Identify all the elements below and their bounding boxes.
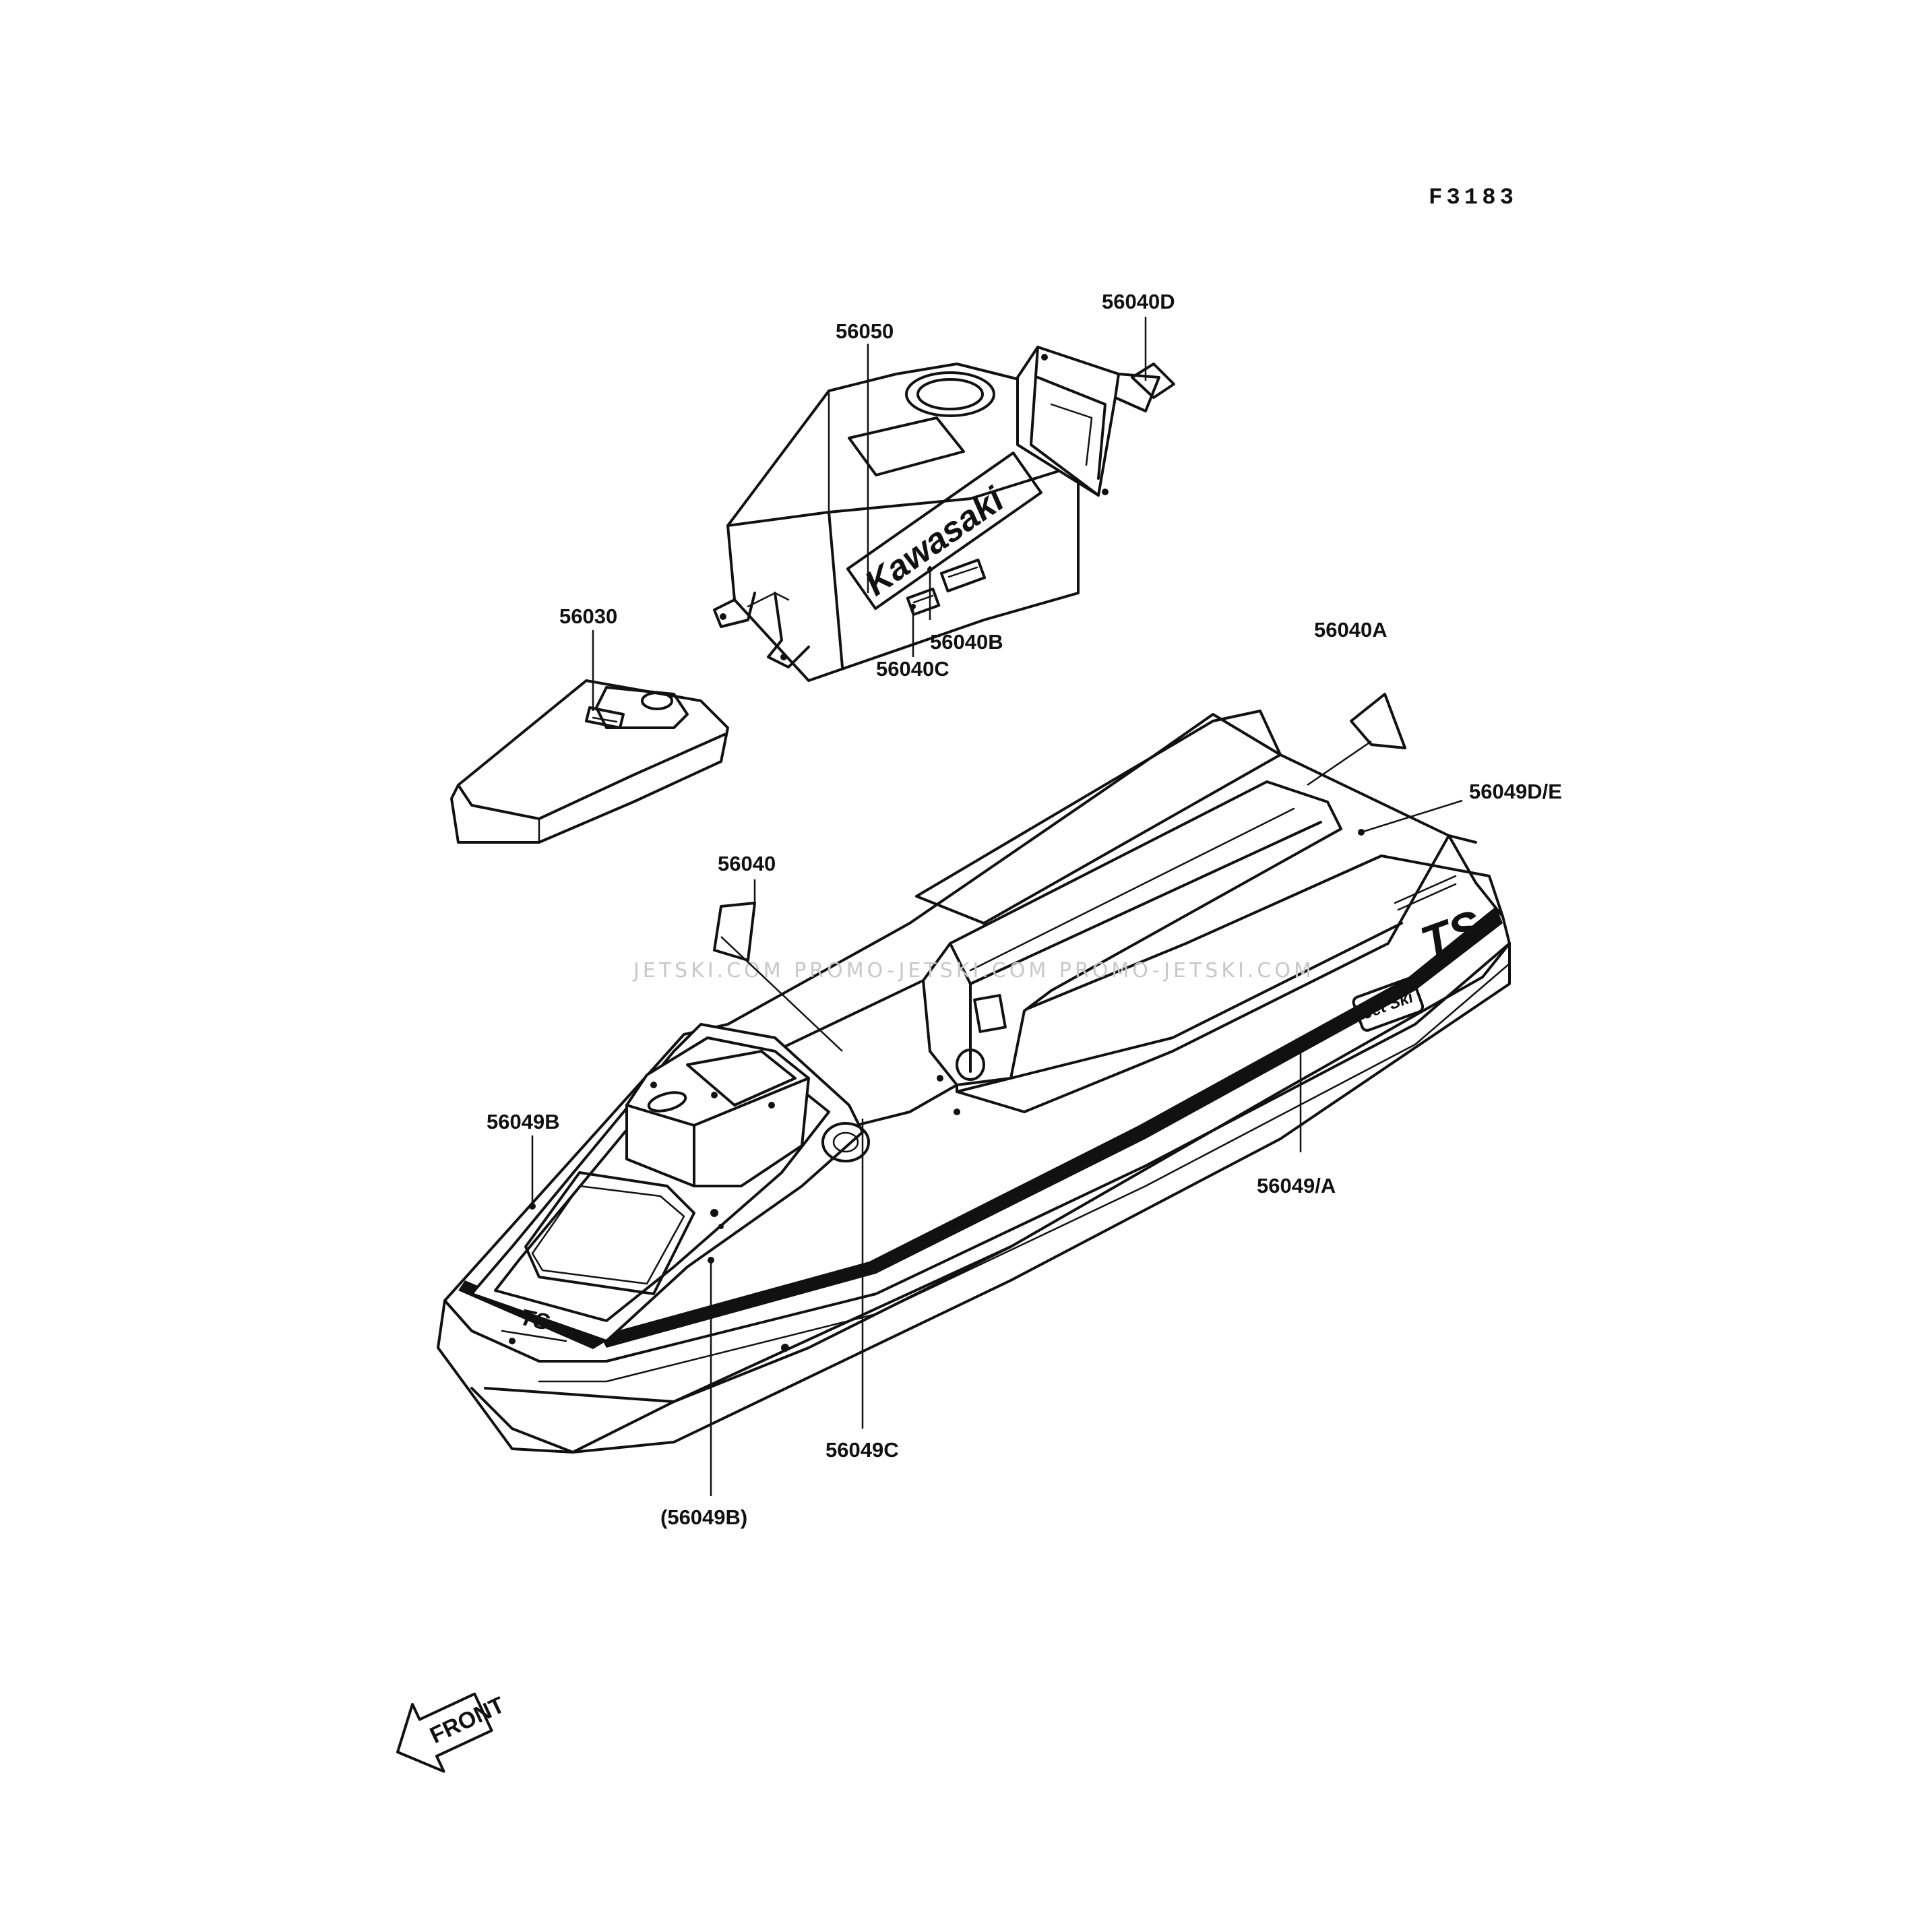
seat-pad-drawing: [450, 679, 729, 844]
label-56040b: 56040B: [930, 630, 1003, 654]
label-56040a: 56040A: [1314, 618, 1388, 642]
label-56040d: 56040D: [1102, 290, 1175, 313]
label-56049b: 56049B: [487, 1110, 560, 1133]
engine-cover-drawing: Kawasaki: [713, 363, 1080, 682]
leader-lines: [529, 317, 1463, 1496]
figure-code: F3183: [1429, 185, 1518, 211]
label-56049de: 56049D/E: [1469, 780, 1562, 803]
watermark: JETSKI.COM PROMO-JETSKI.COM PROMO-JETSKI…: [632, 959, 1315, 983]
front-arrow: FRONT: [396, 1692, 509, 1773]
label-56040: 56040: [718, 852, 776, 875]
label-56030: 56030: [559, 604, 617, 628]
hatch-cover-drawing: [1016, 346, 1175, 497]
label-56050: 56050: [836, 319, 894, 343]
ts-front-badge: TS: [518, 1305, 552, 1336]
hull-drawing: TS TS Jet Ski: [437, 710, 1511, 1454]
label-56049a: 56049/A: [1257, 1174, 1336, 1197]
label-56040c: 56040C: [876, 657, 949, 681]
label-56049c: 56049C: [825, 1438, 899, 1462]
front-label: FRONT: [426, 1692, 508, 1749]
decal-56040-drawing: [713, 902, 756, 962]
decal-56040a-drawing: [1350, 693, 1406, 749]
label-56049b-paren: (56049B): [660, 1505, 747, 1529]
